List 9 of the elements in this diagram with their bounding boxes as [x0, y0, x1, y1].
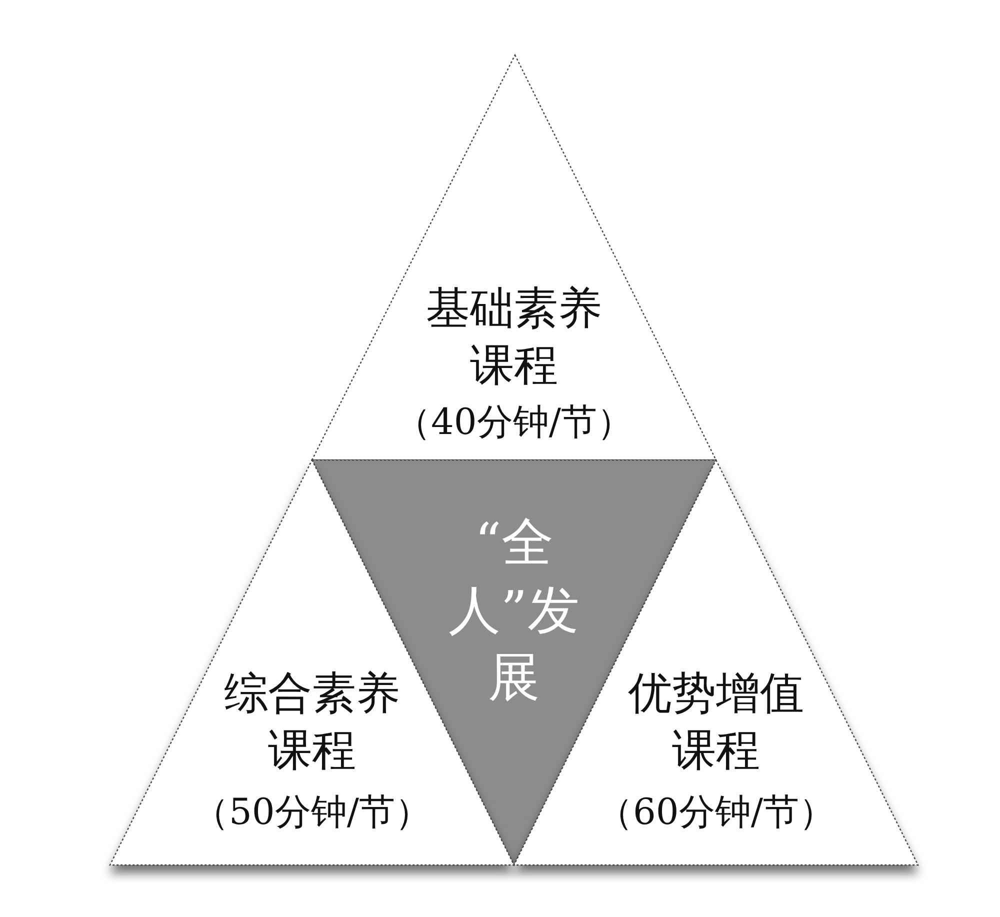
- duration-text: （40分钟/节）: [394, 401, 634, 445]
- duration-text: （50分钟/节）: [192, 791, 432, 835]
- section-title: 综合素养课程: [223, 667, 401, 778]
- section-title: “全人”发展: [448, 512, 580, 710]
- triangle-section: [312, 460, 716, 865]
- section-title: 优势增值课程: [627, 667, 805, 778]
- section-title: 基础素养课程: [425, 282, 603, 394]
- triangle-section: [312, 55, 716, 460]
- duration-text: （60分钟/节）: [596, 791, 836, 835]
